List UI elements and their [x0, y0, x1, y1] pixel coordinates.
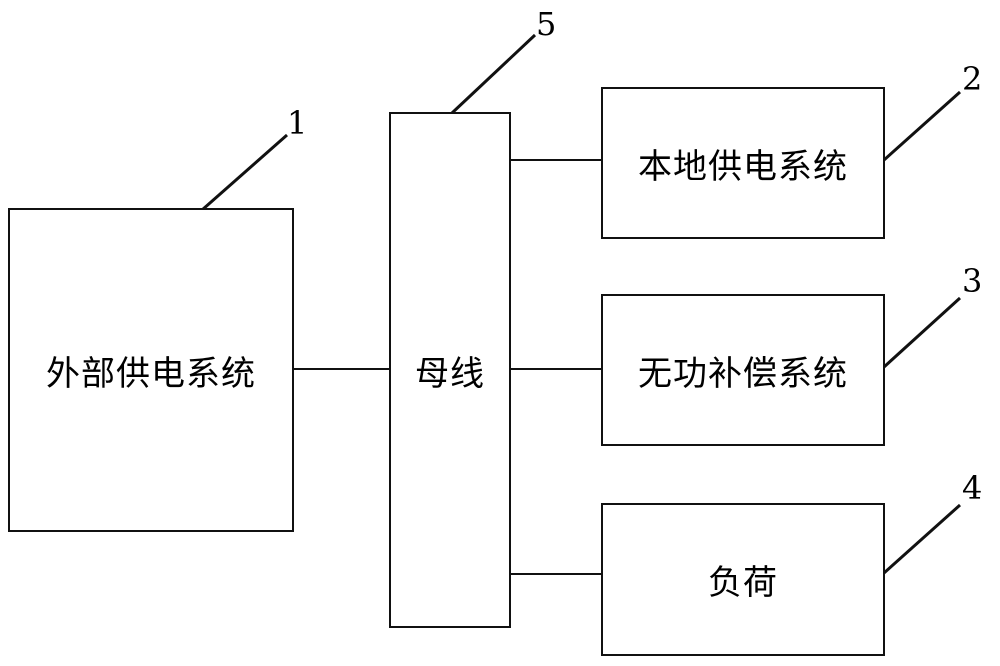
- local-supply-label: 本地供电系统: [638, 146, 848, 187]
- ref-number-3: 3: [962, 262, 983, 300]
- external-supply-label: 外部供电系统: [46, 353, 256, 394]
- load-label: 负荷: [708, 563, 778, 603]
- reactive-compensation-label: 无功补偿系统: [638, 353, 848, 394]
- leader-line-3: [882, 296, 962, 369]
- bus-box: 母线: [389, 112, 511, 628]
- local-supply-box: 本地供电系统: [601, 87, 885, 239]
- leader-line-1: [201, 133, 288, 212]
- ref-number-5: 5: [536, 5, 557, 43]
- leader-line-5: [450, 33, 537, 115]
- leader-line-2: [882, 90, 962, 162]
- bus-label: 母线: [415, 353, 485, 394]
- ref-number-4: 4: [962, 469, 983, 507]
- load-box: 负荷: [601, 503, 885, 656]
- external-supply-box: 外部供电系统: [8, 208, 294, 532]
- leader-line-4: [882, 503, 962, 575]
- ref-number-2: 2: [962, 60, 983, 98]
- reactive-compensation-box: 无功补偿系统: [601, 294, 885, 446]
- ref-number-1: 1: [287, 104, 308, 142]
